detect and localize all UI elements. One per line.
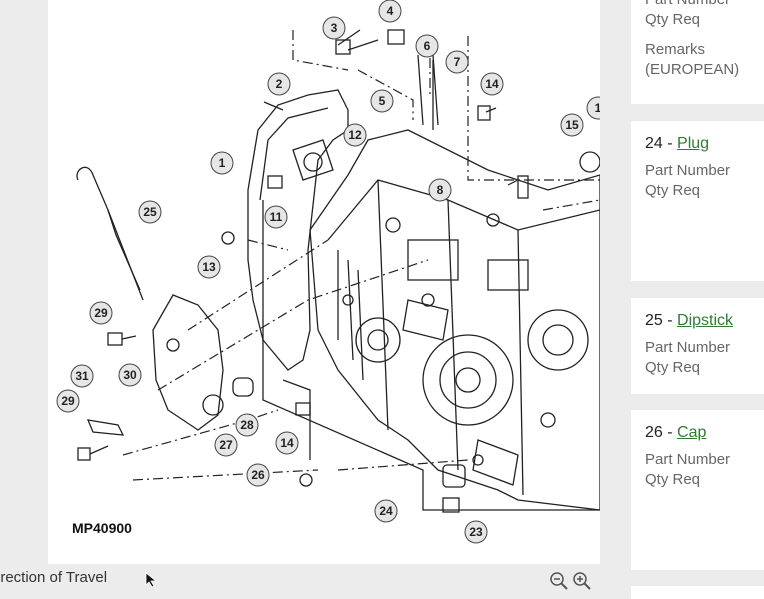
svg-text:1: 1 — [219, 156, 226, 170]
svg-text:28: 28 — [240, 418, 254, 432]
part-link-dipstick[interactable]: Dipstick — [677, 312, 734, 329]
svg-text:7: 7 — [454, 55, 461, 69]
part-title: 25 - Dipstick — [645, 312, 734, 329]
svg-text:14: 14 — [280, 436, 294, 450]
part-number-label: Part Number — [645, 339, 731, 356]
figure-id: MP40900 — [72, 520, 132, 536]
callout-marks: 1234567811121314141512324252627282929303… — [56, 0, 600, 544]
svg-text:14: 14 — [485, 77, 499, 91]
parts-list-panel[interactable]: Part Number Qty Req Remarks (EUROPEAN) 2… — [616, 0, 764, 599]
callout-6: 6 — [415, 34, 439, 58]
callout-4: 4 — [378, 0, 402, 23]
zoom-in-icon[interactable] — [572, 571, 592, 591]
callout-26: 26 — [246, 463, 270, 487]
callout-23: 23 — [464, 520, 488, 544]
callout-29: 29 — [89, 301, 113, 325]
svg-text:3: 3 — [331, 21, 338, 35]
callout-5: 5 — [370, 89, 394, 113]
part-number-label: Part Number — [645, 451, 731, 468]
callout-27: 27 — [214, 433, 238, 457]
callout-15: 15 — [560, 113, 584, 137]
parts-card-24: 24 - Plug Part Number Qty Req — [631, 121, 764, 281]
svg-text:4: 4 — [387, 4, 394, 18]
part-title: 24 - Plug — [645, 135, 710, 152]
part-link-cap[interactable]: Cap — [677, 424, 707, 441]
callout-2: 2 — [267, 72, 291, 96]
svg-text:29: 29 — [94, 306, 108, 320]
svg-text:15: 15 — [565, 118, 579, 132]
callout-14: 14 — [480, 72, 504, 96]
part-link-plug[interactable]: Plug — [677, 135, 710, 152]
direction-of-travel-label: irection of Travel — [0, 569, 108, 586]
callout-13: 13 — [197, 255, 221, 279]
svg-text:8: 8 — [437, 183, 444, 197]
svg-text:5: 5 — [379, 94, 386, 108]
svg-text:1: 1 — [595, 101, 600, 115]
svg-text:27: 27 — [219, 438, 233, 452]
svg-text:31: 31 — [75, 369, 89, 383]
svg-text:23: 23 — [469, 525, 483, 539]
remarks-value: (EUROPEAN) — [645, 61, 740, 78]
parts-card-26: 26 - Cap Part Number Qty Req — [631, 410, 764, 570]
parts-card-previous: Part Number Qty Req Remarks (EUROPEAN) — [631, 0, 764, 104]
callout-3: 3 — [322, 16, 346, 40]
callout-24: 24 — [374, 499, 398, 523]
callout-25: 25 — [138, 200, 162, 224]
callout-12: 12 — [343, 123, 367, 147]
part-number-label: Part Number — [645, 162, 731, 179]
svg-text:11: 11 — [270, 210, 283, 224]
svg-text:29: 29 — [61, 394, 75, 408]
svg-text:13: 13 — [202, 260, 216, 274]
qty-req-label: Qty Req — [645, 182, 701, 199]
callout-14: 14 — [275, 431, 299, 455]
callout-30: 30 — [118, 363, 142, 387]
svg-text:12: 12 — [348, 128, 362, 142]
svg-text:24: 24 — [379, 504, 393, 518]
part-number-label: Part Number — [645, 0, 764, 10]
callout-29: 29 — [56, 389, 80, 413]
remarks-label: Remarks — [645, 41, 706, 58]
viewer-toolbar — [0, 566, 616, 599]
callout-1: 1 — [210, 151, 234, 175]
svg-text:26: 26 — [251, 468, 265, 482]
part-title: 26 - Cap — [645, 424, 707, 441]
callout-1: 1 — [586, 96, 600, 120]
zoom-out-icon[interactable] — [549, 571, 569, 591]
callout-28: 28 — [235, 413, 259, 437]
parts-card-next — [631, 586, 764, 599]
callout-31: 31 — [70, 364, 94, 388]
callout-11: 11 — [264, 205, 288, 229]
qty-req-label: Qty Req — [645, 471, 701, 488]
qty-req-label: Qty Req — [645, 359, 701, 376]
svg-text:2: 2 — [276, 77, 283, 91]
parts-card-25: 25 - Dipstick Part Number Qty Req — [631, 298, 764, 394]
diagram-drawing: 1234567811121314141512324252627282929303… — [56, 0, 600, 544]
callout-8: 8 — [428, 178, 452, 202]
svg-text:30: 30 — [123, 368, 137, 382]
svg-text:25: 25 — [143, 205, 157, 219]
svg-text:6: 6 — [424, 39, 431, 53]
qty-req-label: Qty Req — [645, 11, 701, 28]
callout-7: 7 — [445, 50, 469, 74]
mouse-cursor-icon — [145, 572, 158, 588]
